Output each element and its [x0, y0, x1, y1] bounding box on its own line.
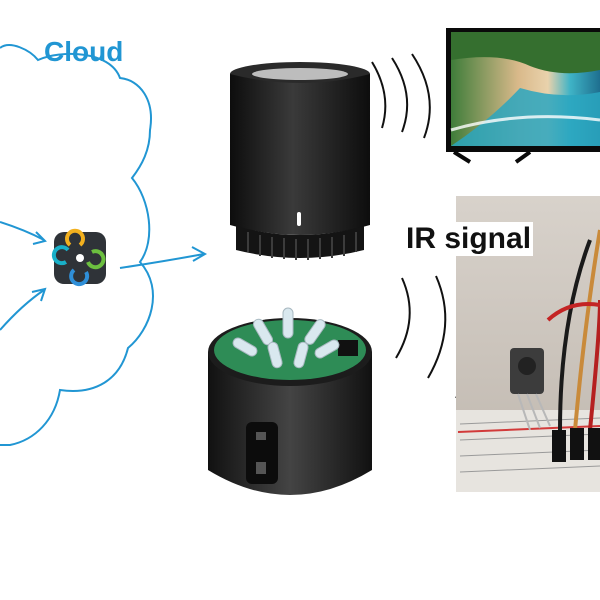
- ir-receiver-module: [510, 348, 551, 431]
- ir-hub-opened: [208, 307, 372, 495]
- cloud-label: Cloud: [44, 36, 124, 67]
- ir-signal-label: IR signal: [404, 222, 534, 256]
- ir-led-cluster: [232, 307, 340, 369]
- arrow-to-app-bottom: [0, 287, 47, 331]
- cloud-outline: [0, 44, 154, 446]
- arrow-app-to-hub: [119, 246, 208, 269]
- arrow-to-app-top: [0, 221, 47, 245]
- smart-home-app-icon: [51, 228, 106, 287]
- television: [446, 28, 600, 164]
- ir-hub-device: [230, 62, 370, 260]
- ir-waves-to-tv: [371, 53, 431, 139]
